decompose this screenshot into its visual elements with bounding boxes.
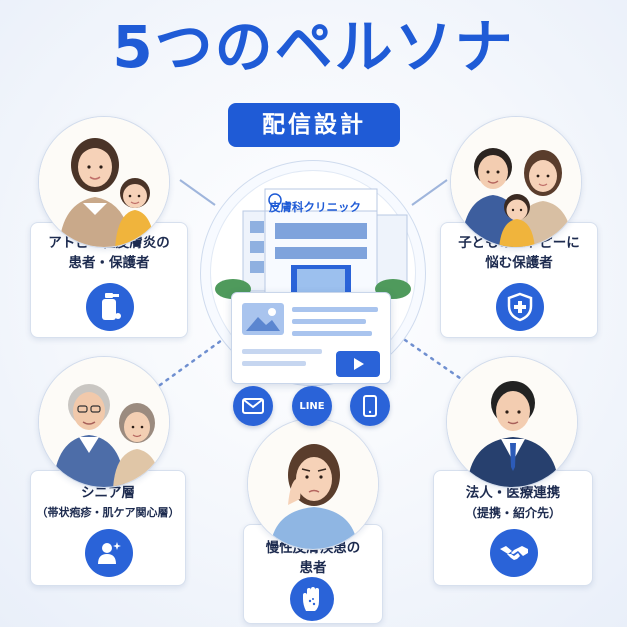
line-label: LINE [299,400,325,412]
persona-label-line1: シニア層 [81,485,135,501]
text-line-placeholder [292,331,372,336]
persona-card-senior: シニア層 （帯状疱疹・肌ケア関心層） [30,470,186,586]
text-line-placeholder [242,349,322,354]
persona-label-line2: 悩む保護者 [485,255,553,271]
persona-label-line1: 法人・医療連携 [465,485,561,501]
mail-icon [233,386,273,426]
content-preview-card [231,292,391,384]
connector-top-left [179,179,216,206]
persona-card-corporate: 法人・医療連携 （提携・紹介先） [433,470,593,586]
persona-label-line2: 患者 [299,560,327,576]
connector-top-right [411,179,448,206]
shield-plus-icon [496,283,544,331]
video-play-icon [336,351,380,377]
image-placeholder-icon [242,303,284,335]
persona-label-line2: （提携・紹介先） [464,506,561,520]
page-title: 5つのペルソナ [112,13,515,81]
clinic-logo-icon [268,193,282,207]
portrait-family [450,116,582,248]
persona-label-line2: （帯状疱疹・肌ケア関心層） [36,506,180,519]
persona-label-line2: 患者・保護者 [68,255,150,271]
smartphone-icon [350,386,390,426]
clinic-sign: 皮膚科クリニック [269,200,361,214]
connector-mid-left [158,338,224,387]
text-line-placeholder [242,361,306,366]
persona-card-child-parent: 子どものアトピーに 悩む保護者 [440,222,598,338]
handshake-icon [490,529,538,577]
text-line-placeholder [292,307,378,312]
connector-mid-right [403,338,472,387]
person-sparkle-icon [85,529,133,577]
portrait-senior-couple [38,356,170,488]
line-app-icon: LINE [292,386,332,426]
portrait-worried-woman [247,418,379,550]
clinic-building-illustration [215,188,411,299]
portrait-businessman [446,356,578,488]
portrait-mother-child [38,116,170,248]
lotion-bottle-icon [86,283,134,331]
subtitle-badge: 配信設計 [228,103,400,147]
hand-icon [290,577,334,621]
text-line-placeholder [292,319,366,324]
